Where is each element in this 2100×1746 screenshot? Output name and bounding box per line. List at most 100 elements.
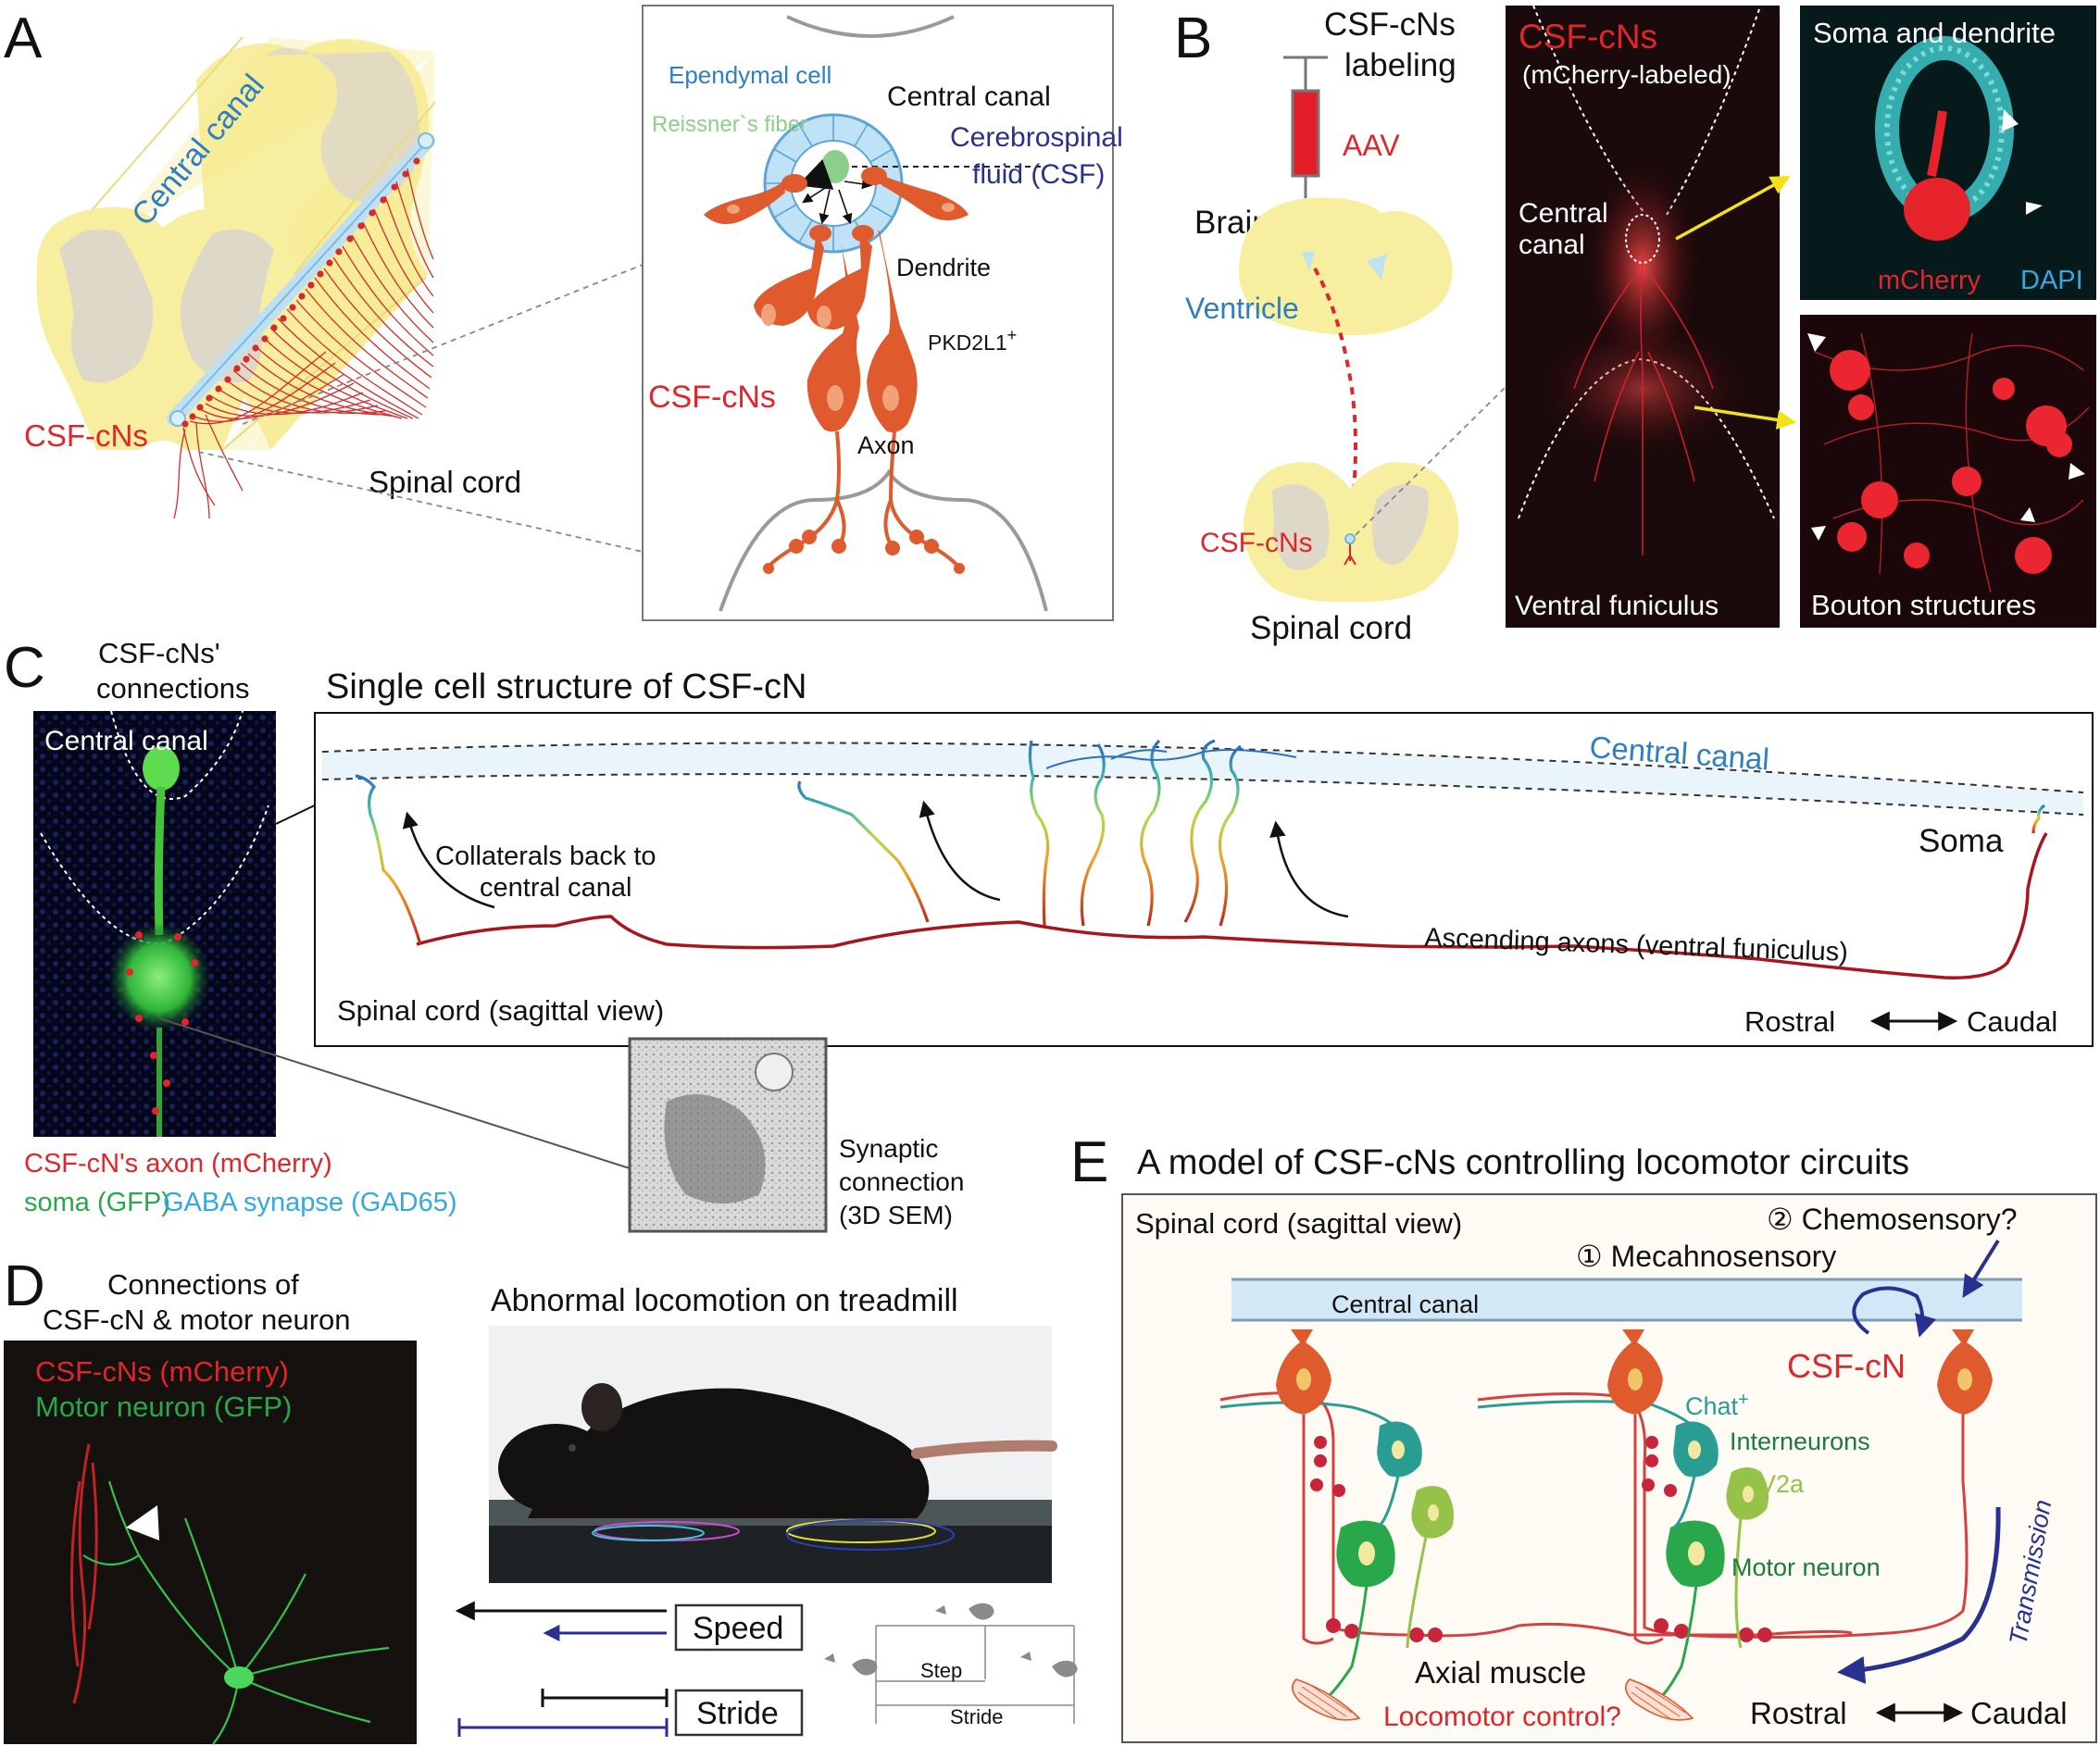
speed-box <box>674 1603 804 1652</box>
csf-line2: fluid (CSF) <box>972 159 1105 190</box>
mechano-label: ① Mecahnosensory <box>1576 1240 1836 1273</box>
zoom-line-a2 <box>197 451 644 553</box>
ventral-funiculus-label: Ventral funiculus <box>1515 591 1719 621</box>
panel-e: E A model of CSF-cNs controlling locomot… <box>1070 1130 2097 1743</box>
brain-section <box>1238 197 1453 335</box>
mouse-ear <box>581 1383 622 1431</box>
chat-label: Chat+ <box>1685 1390 1749 1420</box>
panel-a: A <box>4 5 1123 621</box>
labeling-line2: labeling <box>1344 47 1456 83</box>
sem-line3: (3D SEM) <box>839 1201 953 1229</box>
legend-axon: CSF-cN's axon (mCherry) <box>24 1149 332 1179</box>
soma-dendrite-image <box>1800 6 2096 300</box>
spinal-cord-edges <box>92 36 436 451</box>
bouton-label: Bouton structures <box>1811 589 2036 621</box>
circuit-left <box>1276 1329 1454 1702</box>
gray-matter-left <box>59 229 154 383</box>
chemo-label: ② Chemosensory? <box>1767 1203 2018 1236</box>
circuit-right <box>1607 1329 1772 1702</box>
csf-cns-inset-label: CSF-cNs <box>648 380 776 415</box>
stride-bar-control <box>541 1689 669 1707</box>
central-canal-tube <box>167 132 435 427</box>
axial-muscle-right <box>1625 1678 1694 1721</box>
arrowhead-2 <box>2026 202 2043 215</box>
caudal-e-label: Caudal <box>1970 1696 2068 1730</box>
dapi-label: DAPI <box>2020 266 2083 295</box>
canal-inset-box <box>642 5 1114 621</box>
locomotor-label: Locomotor control? <box>1383 1702 1621 1732</box>
csf-cn-right <box>1937 1329 1993 1415</box>
axon-label: Axon <box>857 431 915 459</box>
micrograph-boundary-1 <box>1532 5 1645 214</box>
spinal-cord-label-b: Spinal cord <box>1250 610 1412 646</box>
panel-b: B CSF-cNs labeling AAV Brain Ventricle <box>1174 5 2096 646</box>
spinal-cord-label-a: Spinal cord <box>369 465 521 499</box>
mcherry-label: mCherry <box>1878 266 1981 295</box>
legend-gaba: GABA synapse (GAD65) <box>163 1188 457 1217</box>
zoom-line-a1 <box>242 264 644 425</box>
dendrite-label: Dendrite <box>896 254 991 281</box>
sem-line1: Synaptic <box>839 1134 938 1163</box>
mouse-head <box>498 1424 613 1513</box>
e-teal-axon-left <box>1219 1401 1400 1432</box>
reissner-fiber-label: Reissner`s fiber <box>652 112 807 137</box>
csf-cn-cell-bodies <box>181 157 420 428</box>
labeling-line1: CSF-cNs <box>1324 6 1456 43</box>
micro-canal-outline <box>1625 214 1660 264</box>
ventricle-right <box>1367 254 1387 280</box>
csf-line1: Cerebrospinal <box>950 122 1123 153</box>
csf-cns-label-b: CSF-cNs <box>1200 528 1313 558</box>
zoom-line-b <box>1355 386 1506 536</box>
arrowhead-6 <box>2020 507 2035 522</box>
panel-d-letter: D <box>4 1254 45 1318</box>
micro-canal-line1: Central <box>1519 198 1608 229</box>
stride-box <box>674 1689 804 1737</box>
e-sagittal-label: Spinal cord (sagittal view) <box>1135 1207 1462 1240</box>
aav-label: AAV <box>1343 129 1400 162</box>
stride-label: Stride <box>696 1696 779 1731</box>
mouse-body <box>528 1388 930 1518</box>
interneurons-label: Interneurons <box>1730 1428 1870 1455</box>
spinal-cord-side <box>37 37 435 450</box>
micrograph-title: CSF-cNs <box>1519 18 1657 56</box>
collaterals <box>355 739 2046 945</box>
collateral-arrow-2 <box>919 800 1001 902</box>
mouse-tail <box>911 1440 1057 1459</box>
panel-b-letter: B <box>1174 6 1212 70</box>
ascending-axon <box>416 832 2048 979</box>
micro-canal-line2: canal <box>1519 230 1585 260</box>
canal-outline-c <box>110 710 244 801</box>
e-canal-label: Central canal <box>1331 1291 1479 1318</box>
central-canal-inset-label: Central canal <box>887 81 1051 112</box>
mouse-eye <box>569 1444 576 1452</box>
panel-e-letter: E <box>1070 1130 1108 1194</box>
inset-top-boundary <box>786 15 955 38</box>
link-line-2 <box>158 1017 631 1169</box>
gray-matter-back <box>265 47 420 202</box>
rostral-e-label: Rostral <box>1750 1696 1847 1730</box>
ventricle-left <box>1302 252 1315 270</box>
stride-small-label: Stride <box>950 1705 1003 1728</box>
panel-a-letter: A <box>4 6 43 70</box>
arrowhead-4 <box>2069 463 2085 480</box>
single-cell-title: Single cell structure of CSF-cN <box>326 667 807 706</box>
transmission-arrow <box>1837 1506 2001 1684</box>
arrowhead-d <box>126 1505 159 1540</box>
d-title-line1: Connections of <box>107 1268 299 1301</box>
connections-line1: CSF-cNs' <box>98 637 220 669</box>
e-canal-band <box>1231 1279 2022 1320</box>
csf-cns-label-a: CSF-cNs <box>24 418 148 453</box>
arrowhead-3 <box>1807 333 1826 352</box>
inset-csf-cns <box>704 167 969 432</box>
yellow-arrow-1 <box>1675 175 1791 241</box>
collateral-arrow-3 <box>1269 820 1349 918</box>
sem-line2: connection <box>839 1167 964 1196</box>
mechano-arrow <box>1852 1286 1937 1338</box>
csf-cn-e-label: CSF-cN <box>1787 1347 1906 1385</box>
chemo-arrow <box>1962 1239 2000 1299</box>
collaterals-line2: central canal <box>480 873 631 903</box>
collateral-arrow-1 <box>402 811 495 909</box>
soma-c-label: Soma <box>1919 823 2004 859</box>
pkd2l1-label: PKD2L1+ <box>928 326 1017 355</box>
d-img-line2: Motor neuron (GFP) <box>35 1391 292 1423</box>
